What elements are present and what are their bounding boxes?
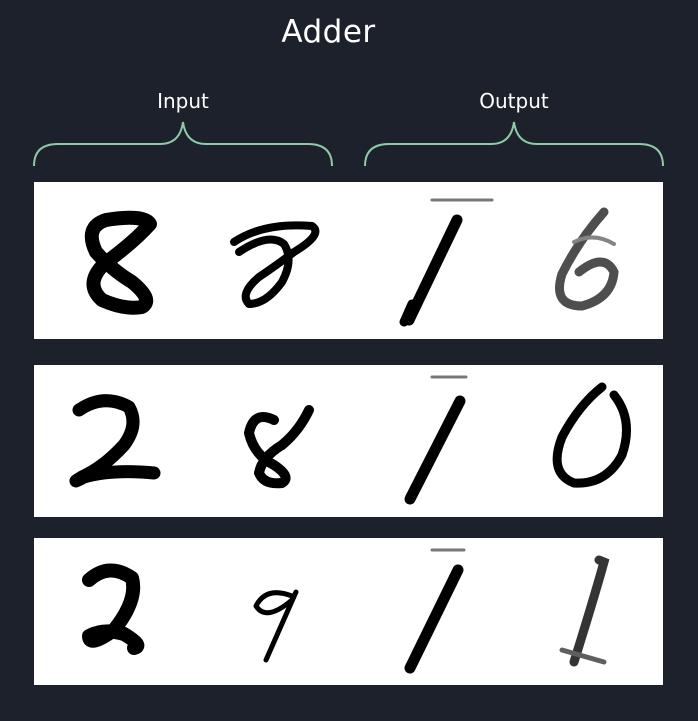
output-digit-1b xyxy=(404,375,468,505)
diagram-title: Adder xyxy=(281,14,376,50)
output-digit-6a xyxy=(555,207,619,311)
output-digit-1a xyxy=(399,198,494,327)
input-digit-2b xyxy=(82,563,145,655)
input-digit-2 xyxy=(69,394,161,488)
group-braces xyxy=(33,121,664,167)
output-digit-1c xyxy=(404,548,466,674)
output-brace xyxy=(364,121,664,167)
output-digit-0 xyxy=(552,382,631,488)
input-brace xyxy=(33,121,333,167)
input-digit-8a xyxy=(84,210,157,315)
input-label: Input xyxy=(157,89,209,113)
input-digit-9 xyxy=(253,589,299,663)
output-digit-1d xyxy=(559,555,610,667)
output-label: Output xyxy=(479,89,549,113)
example-row-1 xyxy=(34,182,663,339)
example-row-3 xyxy=(34,538,663,685)
example-row-2 xyxy=(34,365,663,517)
input-digit-8c xyxy=(244,405,314,489)
input-digit-8b xyxy=(230,221,320,308)
